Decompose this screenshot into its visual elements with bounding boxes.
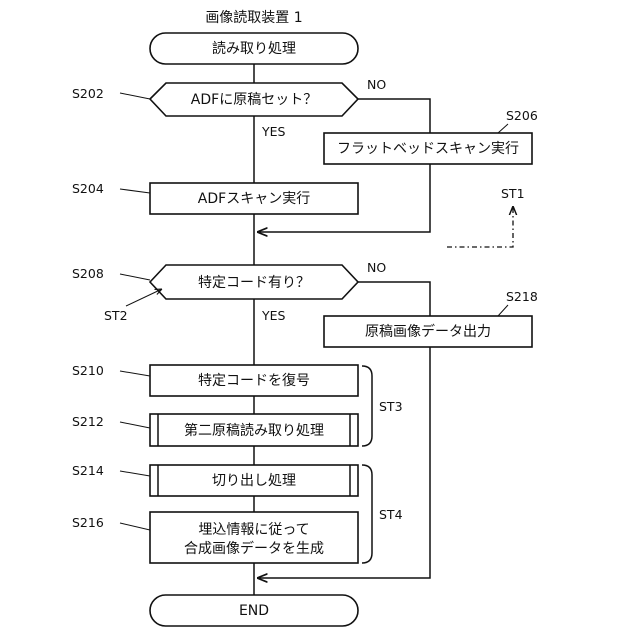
process-s216-label-line1: 埋込情報に従って [198,522,309,538]
process-s218-label: 原稿画像データ出力 [365,323,491,340]
leader-s214 [120,471,150,476]
group-label-st1: ST1 [501,186,525,201]
process-s212-label: 第二原稿読み取り処理 [184,422,324,439]
step-label-s212: S212 [72,414,104,429]
process-s214-label: 切り出し処理 [212,473,296,489]
step-label-s218: S218 [506,289,538,304]
bracket-st3 [362,366,372,446]
step-label-s216: S216 [72,515,104,530]
leader-s202 [120,93,150,99]
decision-s202-label: ADFに原稿セット？ [191,92,317,108]
diagram-title: 画像読取装置 1 [205,9,302,26]
step-label-s204: S204 [72,181,104,196]
step-label-s214: S214 [72,463,104,478]
process-s204-label: ADFスキャン実行 [198,191,310,207]
leader-s208 [120,274,150,280]
start-label: 読み取り処理 [212,40,296,57]
group-label-st4: ST4 [379,507,403,522]
leader-s216 [120,523,150,530]
leader-s206 [498,124,508,133]
step-label-s210: S210 [72,363,104,378]
step-label-s206: S206 [506,108,538,123]
leader-s218 [498,305,508,316]
bracket-st4 [362,465,372,563]
step-label-s202: S202 [72,86,104,101]
process-s216-label-line2: 合成画像データを生成 [184,540,324,557]
process-s210-label: 特定コードを復号 [198,372,310,389]
branch-s202-yes: YES [261,124,286,139]
group-label-st2: ST2 [104,308,128,323]
branch-s208-no: NO [367,260,386,275]
branch-s202-no: NO [367,77,386,92]
group-label-st3: ST3 [379,399,403,414]
step-label-s208: S208 [72,266,104,281]
st2-pointer [126,289,162,306]
leader-s210 [120,371,150,376]
end-label: END [239,603,269,619]
decision-s208-label: 特定コード有り？ [198,275,310,291]
leader-s204 [120,189,150,193]
leader-s212 [120,422,150,428]
process-s206-label: フラットベッドスキャン実行 [337,141,519,157]
branch-s208-yes: YES [261,308,286,323]
st1-pointer [447,206,513,247]
